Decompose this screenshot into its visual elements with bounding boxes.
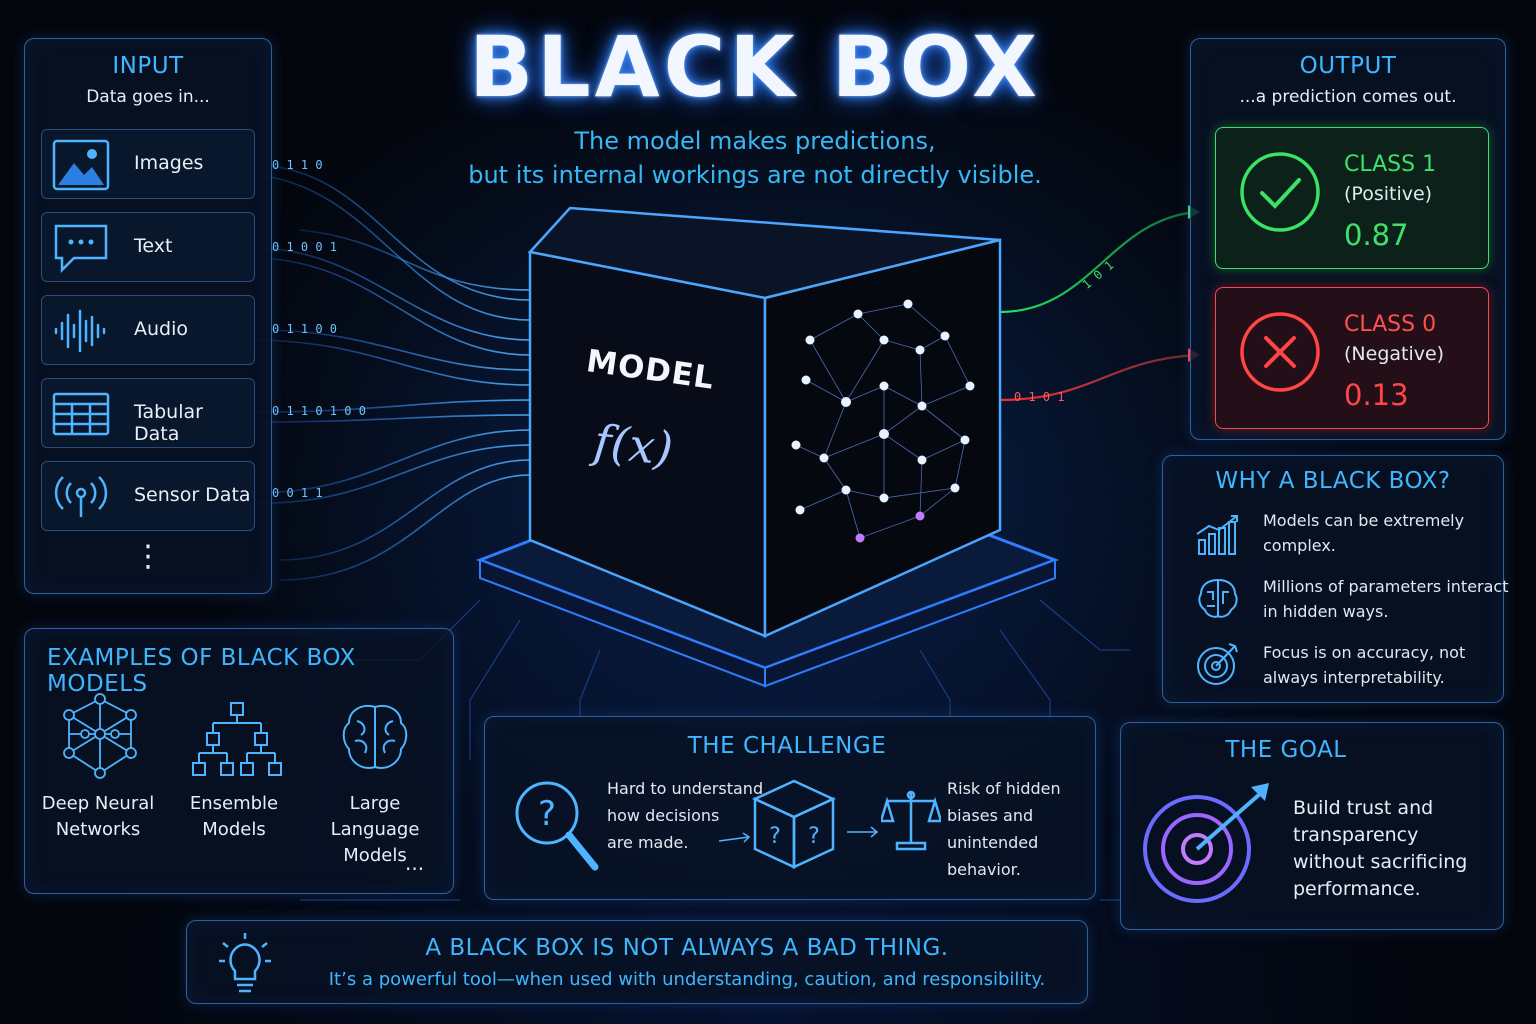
sensor-icon [54, 476, 108, 517]
footer-panel: A BLACK BOX IS NOT ALWAYS A BAD THING. I… [186, 920, 1088, 1004]
challenge-left-text: Hard to understand how decisions are mad… [607, 775, 763, 856]
subtitle-line-1: The model makes predictions, [574, 127, 936, 155]
binary-in-1: 0 1 1 0 [272, 158, 323, 172]
check-icon [1240, 152, 1320, 232]
example-label-llm: Large Language Models [305, 791, 445, 869]
output-heading: OUTPUT [1299, 53, 1397, 79]
goal-line: Build trust and [1293, 797, 1434, 819]
model-formula: f(x) [591, 414, 676, 476]
output-class-1: CLASS 1 (Positive) 0.87 [1215, 127, 1489, 269]
example-line: Deep Neural [41, 793, 155, 814]
examples-more: ... [405, 851, 425, 875]
input-panel: INPUT Data goes in... Images Text Audio … [24, 38, 272, 594]
growth-chart-icon [1196, 515, 1238, 555]
why-text: Millions of parameters interact in hidde… [1263, 577, 1509, 621]
input-more-icon: ⋮ [133, 539, 163, 574]
example-line: Large Language [330, 793, 420, 840]
challenge-line: biases and [947, 806, 1034, 825]
waveform-icon [54, 309, 106, 353]
example-line: Ensemble [189, 793, 279, 814]
goal-panel: THE GOAL Build trust and transparency wi… [1120, 722, 1504, 930]
brain-circuit-icon [1198, 578, 1238, 618]
neural-network-graphic [795, 303, 971, 539]
why-panel: WHY A BLACK BOX? Models can be extremely… [1162, 455, 1509, 703]
class-desc: (Negative) [1344, 343, 1445, 365]
examples-panel: EXAMPLES OF BLACK BOX MODELS Deep Neural… [24, 628, 454, 894]
x-icon [1240, 312, 1320, 392]
input-item-label: Sensor Data [134, 484, 251, 506]
class-name: CLASS 0 [1344, 312, 1437, 337]
footer-text: It’s a powerful tool—when used with unde… [328, 969, 1046, 990]
arrow-right-icon [847, 826, 879, 838]
input-item-label: Text [134, 235, 173, 257]
subtitle-line-2: but its internal workings are not direct… [468, 161, 1042, 189]
why-heading: WHY A BLACK BOX? [1215, 468, 1451, 494]
output-subheading: ...a prediction comes out. [1239, 87, 1457, 107]
image-icon [52, 139, 110, 191]
example-label-dnn: Deep Neural Networks [35, 791, 161, 843]
neural-network-icon [63, 693, 137, 779]
goal-line: performance. [1293, 878, 1421, 900]
table-icon [52, 392, 110, 436]
input-item-sensor[interactable]: Sensor Data [41, 461, 255, 531]
input-item-images[interactable]: Images [41, 129, 255, 199]
binary-in-4: 0 1 1 0 1 0 0 [272, 404, 366, 418]
scales-icon [881, 790, 941, 851]
output-panel: OUTPUT ...a prediction comes out. CLASS … [1190, 38, 1506, 440]
examples-heading: EXAMPLES OF BLACK BOX MODELS [47, 645, 356, 697]
input-heading: INPUT [112, 53, 184, 79]
input-item-audio[interactable]: Audio [41, 295, 255, 365]
class-name: CLASS 1 [1344, 152, 1437, 177]
mystery-cube-icon: ? ? [752, 779, 836, 869]
arrow-right-icon [718, 832, 751, 843]
output-class-0: CLASS 0 (Negative) 0.13 [1215, 287, 1489, 429]
target-icon [1197, 643, 1238, 685]
challenge-line: are made. [607, 833, 689, 852]
binary-in-3: 0 1 1 0 0 [272, 322, 338, 336]
challenge-line: unintended behavior. [947, 833, 1039, 879]
goal-text: Build trust and transparency without sac… [1293, 795, 1467, 903]
challenge-line: Risk of hidden [947, 779, 1061, 798]
goal-line: transparency [1293, 824, 1419, 846]
input-item-label: Audio [134, 318, 189, 340]
svg-text:?: ? [808, 824, 820, 849]
input-item-label: Images [134, 152, 204, 174]
brain-icon [342, 705, 408, 769]
input-item-tabular[interactable]: Tabular Data [41, 378, 255, 448]
target-arrow-icon [1143, 783, 1269, 903]
input-item-label: Tabular Data [134, 401, 203, 445]
chat-bubble-icon [54, 224, 108, 274]
binary-in-2: 0 1 0 0 1 [272, 240, 338, 254]
example-line: Models [343, 845, 407, 866]
challenge-right-text: Risk of hidden biases and unintended beh… [947, 775, 1095, 883]
challenge-heading: THE CHALLENGE [687, 733, 887, 759]
input-subheading: Data goes in... [86, 87, 210, 107]
why-text: Focus is on accuracy, not always interpr… [1263, 643, 1466, 687]
page-subtitle: The model makes predictions, but its int… [380, 124, 1130, 192]
example-label-ensemble: Ensemble Models [171, 791, 297, 843]
input-item-text[interactable]: Text [41, 212, 255, 282]
goal-line: without sacrificing [1293, 851, 1468, 873]
binary-in-5: 0 0 1 1 [272, 486, 323, 500]
challenge-line: Hard to understand [607, 779, 764, 798]
svg-text:?: ? [769, 824, 781, 849]
footer-heading: A BLACK BOX IS NOT ALWAYS A BAD THING. [425, 935, 949, 961]
magnifier-question-icon: ? [515, 781, 599, 871]
why-text: Models can be extremely complex. [1263, 511, 1465, 555]
lightbulb-icon [219, 933, 271, 993]
network-nodes [791, 299, 975, 543]
tree-icon [192, 702, 282, 776]
class-score: 0.13 [1344, 378, 1409, 412]
binary-out-red: 0 1 0 1 [1014, 390, 1065, 404]
class-score: 0.87 [1344, 218, 1409, 252]
example-line: Models [202, 819, 266, 840]
page-title: BLACK BOX [469, 18, 1041, 116]
goal-heading: THE GOAL [1225, 737, 1347, 763]
svg-text:?: ? [538, 794, 556, 834]
challenge-panel: THE CHALLENGE ? Hard to understand how d… [484, 716, 1096, 900]
example-line: Networks [55, 819, 141, 840]
challenge-line: how decisions [607, 806, 720, 825]
class-desc: (Positive) [1344, 183, 1433, 205]
